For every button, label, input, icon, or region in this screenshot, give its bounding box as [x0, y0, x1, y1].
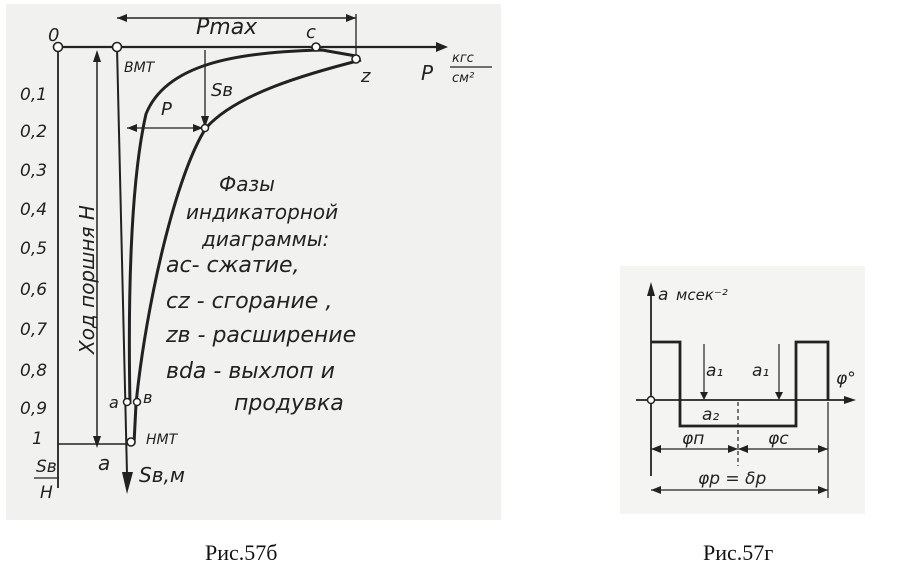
a-axis-arrow — [647, 282, 655, 296]
y-tick-label: 0,6 — [20, 280, 47, 300]
y-tick-label: 0,5 — [20, 239, 47, 259]
phases-title-line-3: диаграммы: — [201, 227, 329, 251]
phi-p-arrow-right — [818, 486, 828, 494]
y-tick-label: 0,2 — [20, 122, 47, 142]
a-units-label: мсек⁻² — [676, 286, 728, 304]
ratio-numerator: Sв — [36, 457, 57, 477]
y-tick-label: 0,1 — [20, 85, 47, 105]
sb-m-label: Sв,м — [139, 463, 185, 487]
a1-left-label: a₁ — [706, 361, 723, 381]
phi-n-arrow-right — [728, 445, 738, 453]
bmt-label: ВМТ — [124, 60, 156, 76]
phi-p-arrow-left — [651, 486, 661, 494]
phi-axis-arrow — [844, 396, 856, 404]
phi-n-label: φп — [682, 429, 704, 449]
phi-degree-label: φ° — [836, 369, 856, 389]
phase-item: zв - расширение — [165, 323, 356, 348]
a2-label: a₂ — [702, 405, 719, 425]
p-units-p-label: P — [421, 61, 434, 85]
expansion-curve — [132, 58, 362, 445]
stroke-label: Ход поршня Н — [75, 205, 99, 355]
point-c-label: c — [306, 22, 316, 43]
point-z-label: z — [360, 66, 371, 87]
piston-axis-arrow — [122, 472, 133, 494]
acceleration-diagram-svg: a мсек⁻² φ° a₁ a₁ a₂ φп φс φр = δр — [636, 282, 856, 498]
pmax-arrow-left — [117, 14, 127, 22]
point-a-bottom-label: a — [98, 451, 110, 475]
p-units-denominator: см² — [452, 71, 474, 86]
sb-arrow-head — [201, 116, 209, 128]
phi-c-label: φс — [768, 429, 789, 449]
stroke-arrow-top — [93, 50, 101, 62]
nmt-label: НМТ — [146, 432, 179, 448]
figure-caption-right: Рис.57г — [703, 540, 774, 565]
p-arrow-head-right — [193, 124, 203, 132]
point-sb-marker — [200, 123, 210, 133]
point-a-marker — [122, 397, 132, 407]
origin-point — [646, 395, 656, 405]
a1-right-label: a₁ — [752, 361, 769, 381]
origin-label: 0 — [48, 25, 59, 46]
stroke-arrow-bottom — [93, 436, 101, 448]
figure-caption-left: Рис.57б — [205, 540, 278, 565]
phases-title-line-1: Фазы — [219, 172, 275, 196]
acceleration-waveform — [651, 340, 830, 428]
phases-title-line-2: индикаторной — [186, 200, 338, 224]
compression-curve — [127, 48, 357, 405]
point-b-label: в — [143, 388, 152, 407]
point-a-label: a — [109, 393, 119, 412]
y-tick-label: 0,8 — [20, 361, 47, 381]
phi-c-arrow-left — [738, 445, 748, 453]
phi-n-arrow-left — [651, 445, 661, 453]
acceleration-diagram-figure: a мсек⁻² φ° a₁ a₁ a₂ φп φс φр = δр — [620, 266, 865, 514]
y-tick-label: 0,7 — [20, 320, 47, 340]
pmax-label: Pmax — [196, 15, 258, 40]
point-c-marker — [311, 42, 321, 52]
y-tick-label: 0,3 — [20, 161, 47, 181]
point-b-marker — [132, 397, 142, 407]
pmax-arrow-right — [346, 14, 356, 22]
nmt-point — [126, 437, 136, 447]
phase-item: cz - сгорание , — [166, 289, 332, 314]
p-units-numerator: кгс — [452, 51, 474, 66]
bmt-point — [111, 41, 123, 53]
p-arrow-label: P — [161, 99, 172, 120]
phi-p-label: φр = δр — [698, 469, 766, 489]
y-tick-label: 1 — [32, 429, 43, 449]
y-tick-label: 0,4 — [20, 200, 47, 220]
y-tick-label: 0,9 — [20, 399, 47, 419]
pressure-axis-arrow — [436, 42, 448, 52]
phi-c-arrow-right — [818, 445, 828, 453]
phase-item: продувка — [234, 391, 344, 416]
a-axis-label: a — [658, 285, 668, 305]
p-arrow-head-left — [127, 124, 137, 132]
a1-right-arrow-head — [775, 392, 783, 400]
sb-label: Sв — [211, 80, 233, 101]
point-z-marker — [351, 54, 361, 64]
phase-item: вda - выхлоп и — [166, 359, 335, 384]
a1-left-arrow-head — [700, 392, 708, 400]
indicator-diagram-figure: 0 Pmax c z P кгс см² ВМТ Sв P Ход поршня… — [6, 4, 501, 520]
origin-point — [52, 41, 64, 53]
phase-item: ac- сжатие, — [166, 253, 300, 278]
ratio-denominator: Н — [40, 483, 53, 503]
indicator-diagram-svg: 0 Pmax c z P кгс см² ВМТ Sв P Ход поршня… — [20, 14, 492, 503]
